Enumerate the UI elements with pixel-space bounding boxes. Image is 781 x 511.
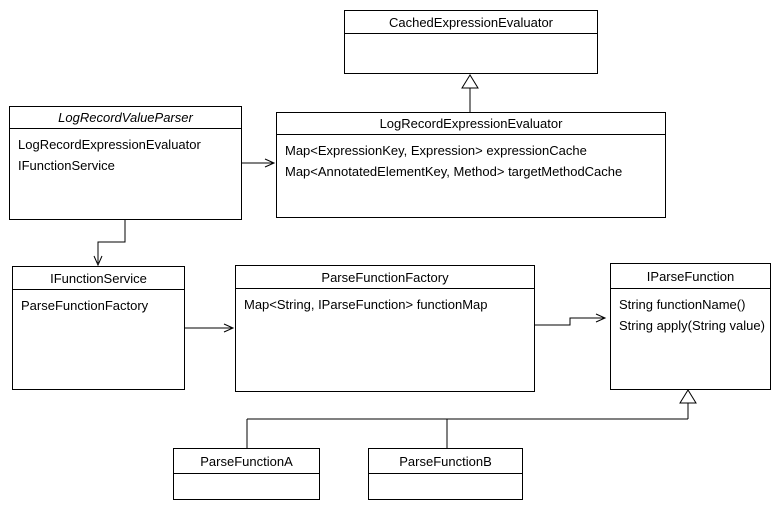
class-member: IFunctionService — [18, 158, 115, 173]
class-box-logrecordvalueparser: LogRecordValueParser LogRecordExpression… — [9, 106, 242, 220]
class-title: IFunctionService — [13, 267, 184, 290]
class-members: Map<String, IParseFunction> functionMap — [236, 289, 534, 315]
class-members — [345, 34, 597, 39]
generalization-arrow-evaluator-to-cached — [462, 75, 478, 112]
class-title: ParseFunctionFactory — [236, 266, 534, 289]
class-title: CachedExpressionEvaluator — [345, 11, 597, 34]
class-title: ParseFunctionA — [174, 449, 319, 474]
class-members: String functionName() String apply(Strin… — [611, 289, 770, 336]
class-member: Map<String, IParseFunction> functionMap — [244, 297, 488, 312]
class-members — [369, 474, 522, 479]
generalization-arrow-parsefunctions-to-iparsefunction — [247, 390, 696, 448]
class-members — [174, 474, 319, 479]
association-arrow-valueparser-to-evaluator — [242, 159, 274, 167]
class-title: ParseFunctionB — [369, 449, 522, 474]
class-member: String functionName() — [619, 297, 746, 312]
class-member: LogRecordExpressionEvaluator — [18, 137, 201, 152]
class-title: LogRecordExpressionEvaluator — [277, 113, 665, 135]
class-box-logrecordexpressionevaluator: LogRecordExpressionEvaluator Map<Express… — [276, 112, 666, 218]
class-members: LogRecordExpressionEvaluator IFunctionSe… — [10, 129, 241, 176]
class-box-cachedexpressionevaluator: CachedExpressionEvaluator — [344, 10, 598, 74]
association-arrow-valueparser-to-functionservice — [94, 220, 125, 265]
class-title: IParseFunction — [611, 264, 770, 289]
class-box-ifunctionservice: IFunctionService ParseFunctionFactory — [12, 266, 185, 390]
class-member: String apply(String value) — [619, 318, 765, 333]
class-box-parsefunctionb: ParseFunctionB — [368, 448, 523, 500]
class-member: ParseFunctionFactory — [21, 298, 149, 313]
class-member: Map<ExpressionKey, Expression> expressio… — [285, 143, 587, 158]
association-arrow-factory-to-iparsefunction — [535, 314, 605, 325]
class-title: LogRecordValueParser — [10, 107, 241, 129]
class-box-iparsefunction: IParseFunction String functionName() Str… — [610, 263, 771, 390]
class-box-parsefunctiona: ParseFunctionA — [173, 448, 320, 500]
class-members: ParseFunctionFactory — [13, 290, 184, 316]
association-arrow-functionservice-to-factory — [185, 324, 233, 332]
class-box-parsefunctionfactory: ParseFunctionFactory Map<String, IParseF… — [235, 265, 535, 392]
class-members: Map<ExpressionKey, Expression> expressio… — [277, 135, 665, 182]
class-member: Map<AnnotatedElementKey, Method> targetM… — [285, 164, 623, 179]
